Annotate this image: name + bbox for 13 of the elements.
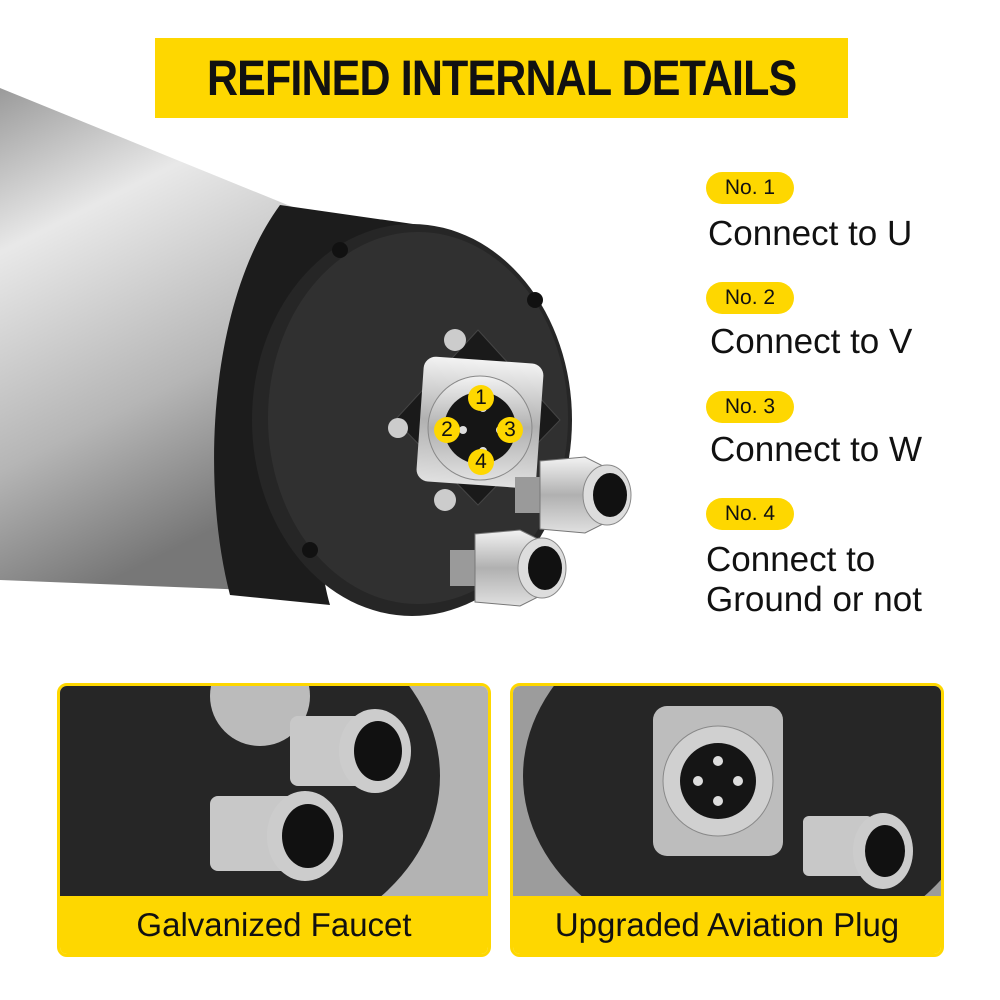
pin-label-badge: No. 3	[706, 391, 794, 423]
title: REFINED INTERNAL DETAILS	[206, 49, 796, 107]
pin-description: Connect to V	[710, 322, 914, 362]
pin-description: Connect to U	[708, 214, 914, 254]
pin-label-badge: No. 4	[706, 498, 794, 530]
pin-label-badge: No. 1	[706, 172, 794, 204]
pin-description: Connect to W	[710, 430, 924, 470]
pin-description: Connect to Ground or not	[706, 540, 923, 620]
panel-caption: Galvanized Faucet	[60, 896, 488, 954]
pin-label-badge: No. 2	[706, 282, 794, 314]
panel-caption: Upgraded Aviation Plug	[513, 896, 941, 954]
detail-photo-panel	[510, 683, 944, 957]
detail-photo-panel	[57, 683, 491, 957]
